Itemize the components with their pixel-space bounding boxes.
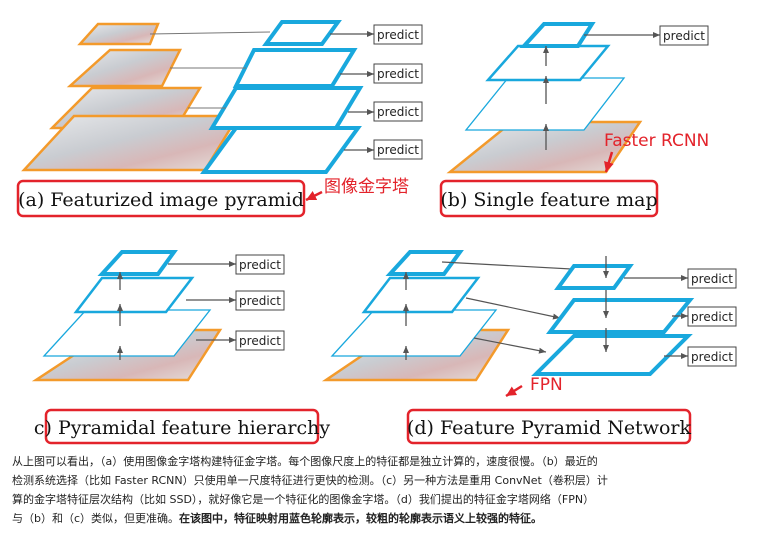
panel-a-image-pyramid: predict predict predict predict (a) Feat… <box>16 20 423 218</box>
description-line: 检测系统选择（比如 Faster RCNN）只使用单一尺度特征进行更快的检测。（… <box>12 474 608 487</box>
predict-label: predict <box>691 272 733 286</box>
figure-description: 从上图可以看出，（a）使用图像金字塔构建特征金字塔。每个图像尺度上的特征都是独立… <box>12 452 768 540</box>
predict-label: predict <box>239 334 281 348</box>
panel-d-caption: (d) Feature Pyramid Network <box>407 417 691 439</box>
annotation-arrow <box>305 190 323 202</box>
annotation-arrow <box>604 151 614 173</box>
panel-b-annotation: Faster RCNN <box>604 131 709 151</box>
predict-label: predict <box>377 143 419 157</box>
caption-box <box>44 408 320 445</box>
description-bold-text: 在该图中，特征映射用蓝色轮廓表示，较粗的轮廓表示语义上较强的特征。 <box>179 512 543 525</box>
predict-label: predict <box>239 258 281 272</box>
caption-box <box>439 179 659 218</box>
bottom-up-feature-3 <box>385 250 464 276</box>
panel-a-annotation: 图像金字塔 <box>324 177 409 197</box>
panel-c-caption: c) Pyramidal feature hierarchy <box>34 417 330 439</box>
description-line: 算的金字塔特征层次结构（比如 SSD），就好像它是一个特征化的图像金字塔。（d）… <box>12 493 595 506</box>
feature-map-2 <box>73 276 195 314</box>
bottom-up-feature-2 <box>361 276 481 314</box>
top-down-feature-2 <box>546 298 695 334</box>
panel-a-caption: (a) Featurized image pyramid <box>18 189 304 211</box>
panel-b-single-feature-map: predict Faster RCNN (b) Single feature m… <box>439 22 709 218</box>
panel-b-caption: (b) Single feature map <box>440 189 657 211</box>
panel-c-pyramidal-hierarchy: predict predict predict c) Pyramidal fea… <box>31 250 330 445</box>
predict-label: predict <box>377 67 419 81</box>
feature-map-3 <box>519 22 596 48</box>
bottom-up-feature-1 <box>330 309 498 357</box>
feature-map-1 <box>200 126 362 174</box>
top-down-feature-3 <box>554 264 634 290</box>
annotation-arrow <box>505 384 523 398</box>
top-down-feature-1 <box>531 334 693 376</box>
panel-d-annotation: FPN <box>530 375 563 395</box>
feature-map-2 <box>485 44 611 82</box>
feature-map-4 <box>262 20 342 46</box>
feature-map-3 <box>232 48 358 88</box>
predict-label: predict <box>663 29 705 43</box>
predict-label: predict <box>691 350 733 364</box>
description-text: 与（b）和（c）类似，但更准确。 <box>12 512 180 525</box>
predict-label: predict <box>239 294 281 308</box>
caption-box <box>406 408 692 445</box>
feature-map-1 <box>464 77 626 131</box>
description-line: 从上图可以看出，（a）使用图像金字塔构建特征金字塔。每个图像尺度上的特征都是独立… <box>12 455 598 468</box>
panel-d-feature-pyramid-network: predict predict predict FPN (d) Feature … <box>321 250 737 445</box>
description-line: 与（b）和（c）类似，但更准确。在该图中，特征映射用蓝色轮廓表示，较粗的轮廓表示… <box>12 509 768 528</box>
predict-label: predict <box>377 105 419 119</box>
caption-box <box>16 179 306 218</box>
fpn-diagram-figure: predict predict predict predict (a) Feat… <box>16 20 737 445</box>
predict-label: predict <box>377 28 419 42</box>
image-level-3 <box>66 48 183 88</box>
image-level-4 <box>77 22 160 46</box>
feature-map-2 <box>208 86 364 130</box>
predict-label: predict <box>691 310 733 324</box>
feature-map-3 <box>97 250 178 276</box>
